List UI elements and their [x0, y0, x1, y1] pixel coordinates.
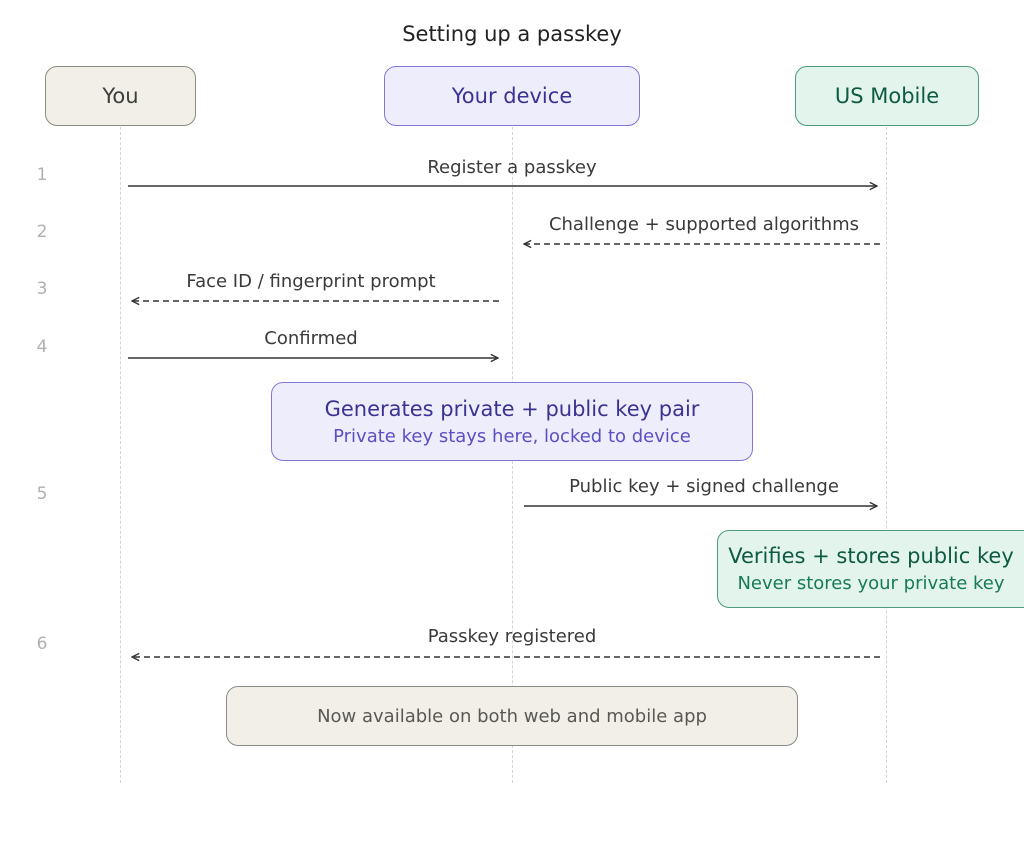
actor-device-label: Your device [451, 84, 573, 108]
note-verification-subtitle: Never stores your private key [737, 573, 1005, 594]
step-number-2: 2 [36, 222, 48, 242]
actor-you-label: You [102, 84, 139, 108]
note-key-generation-subtitle: Private key stays here, locked to device [333, 425, 691, 447]
lifeline-you [120, 127, 121, 783]
actor-device: Your device [384, 66, 640, 126]
actor-you: You [45, 66, 196, 126]
actor-carrier-label: US Mobile [834, 84, 940, 108]
message-label-2: Challenge + supported algorithms [548, 214, 860, 235]
step-number-5: 5 [36, 484, 48, 504]
message-label-4: Confirmed [264, 328, 358, 349]
actor-carrier: US Mobile [795, 66, 979, 126]
message-label-5: Public key + signed challenge [569, 476, 839, 497]
note-verification: Verifies + stores public key Never store… [717, 530, 1024, 608]
note-key-generation: Generates private + public key pair Priv… [271, 382, 753, 461]
note-verification-title: Verifies + stores public key [728, 544, 1014, 568]
note-key-generation-title: Generates private + public key pair [324, 396, 700, 421]
message-label-3: Face ID / fingerprint prompt [186, 271, 436, 292]
step-number-4: 4 [36, 337, 48, 357]
step-number-1: 1 [36, 165, 48, 185]
lifeline-carrier [886, 127, 887, 783]
note-availability: Now available on both web and mobile app [226, 686, 798, 746]
message-label-6: Passkey registered [427, 626, 597, 647]
diagram-title: Setting up a passkey [402, 22, 622, 46]
step-number-6: 6 [36, 634, 48, 654]
step-number-3: 3 [36, 279, 48, 299]
message-label-1: Register a passkey [427, 157, 597, 178]
note-availability-text: Now available on both web and mobile app [317, 705, 707, 727]
